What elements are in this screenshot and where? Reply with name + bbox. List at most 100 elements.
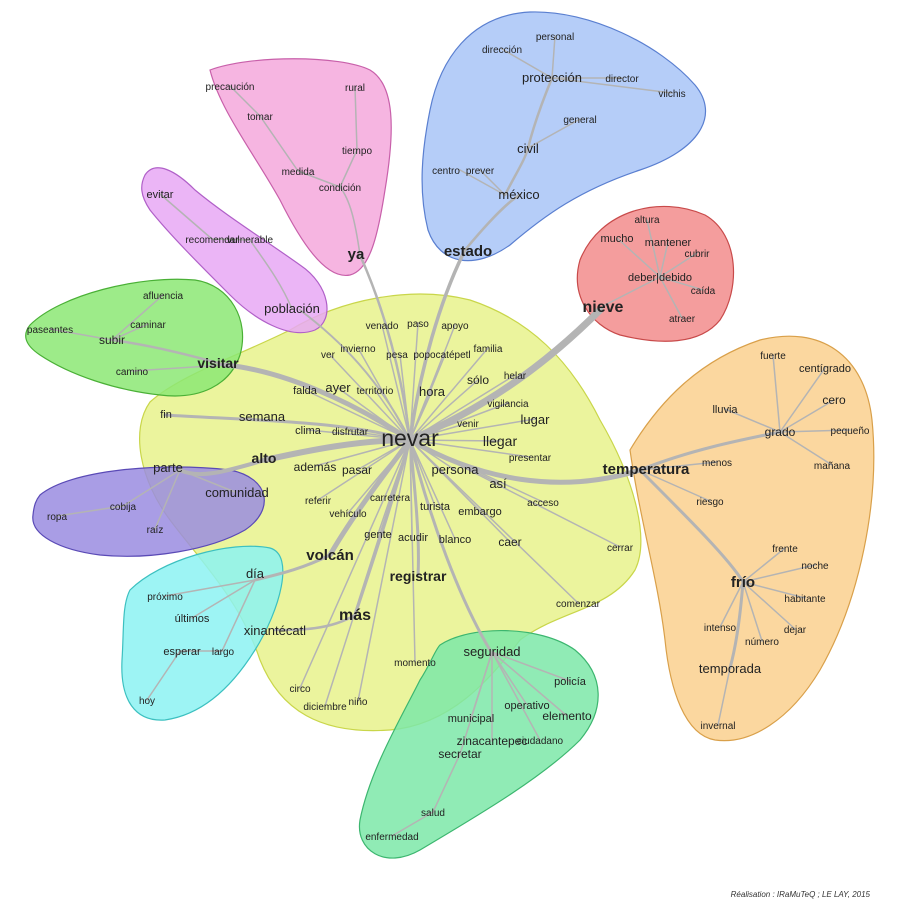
- word-lluvia: lluvia: [712, 404, 738, 416]
- halo-already: [209, 58, 392, 276]
- word-director: director: [605, 74, 639, 85]
- word-condicion: condición: [319, 183, 361, 194]
- word-salud: salud: [421, 808, 445, 819]
- word-cobija: cobija: [110, 502, 137, 513]
- word-popocatepetl: popocatépetl: [413, 350, 470, 361]
- word-secretar: secretar: [438, 747, 481, 761]
- word-habitante: habitante: [784, 594, 826, 605]
- word-camino: camino: [116, 367, 149, 378]
- halo-visit: [25, 278, 244, 397]
- word-subir: subir: [99, 333, 125, 347]
- word-mexico: méxico: [498, 187, 539, 202]
- word-caida: caída: [691, 286, 716, 297]
- word-comunidad: comunidad: [205, 485, 269, 500]
- word-vilchis: vilchis: [658, 89, 685, 100]
- word-nieve: nieve: [583, 299, 624, 316]
- word-medida: medida: [282, 167, 315, 178]
- word-grado: grado: [765, 425, 796, 439]
- edge-nevar-alto: [262, 437, 413, 463]
- word-general: general: [563, 115, 596, 126]
- word-direccion: dirección: [482, 45, 522, 56]
- edge-nevar-seguridad: [408, 438, 492, 652]
- snow-edges: [602, 219, 704, 319]
- edge-nevar-ya: [358, 253, 412, 442]
- word-falda: falda: [293, 385, 318, 397]
- word-altura: altura: [634, 215, 659, 226]
- word-municipal: municipal: [448, 713, 494, 725]
- word-prever: prever: [466, 166, 495, 177]
- population-edges: [159, 193, 293, 310]
- word-manana: mañana: [814, 461, 851, 472]
- word-fuerte: fuerte: [760, 351, 786, 362]
- word-numero: número: [745, 637, 779, 648]
- word-cubrir: cubrir: [684, 249, 710, 260]
- word-mas: más: [339, 607, 371, 624]
- already-edges: [229, 85, 361, 256]
- word-proteccion: protección: [522, 70, 582, 85]
- word-familia: familia: [474, 344, 503, 355]
- word-zinacantepec: zinacantepec: [457, 734, 528, 748]
- word-apoyo: apoyo: [441, 321, 469, 332]
- word-embargo: embargo: [458, 506, 501, 518]
- word-pequeno: pequeño: [831, 426, 870, 437]
- word-ropa: ropa: [47, 512, 67, 523]
- state-thin-edges: [459, 35, 673, 196]
- word-tomar: tomar: [247, 112, 273, 123]
- word-cerrar: cerrar: [607, 543, 634, 554]
- word-volcan: volcán: [306, 547, 354, 564]
- halo-weather: [629, 335, 875, 742]
- word-diciembre: diciembre: [303, 702, 347, 713]
- word-nevar: nevar: [381, 425, 439, 451]
- word-paseantes: paseantes: [27, 325, 73, 336]
- word-vulnerable: vulnerable: [227, 235, 274, 246]
- word-invernal: invernal: [700, 721, 735, 732]
- word-vigilancia: vigilancia: [487, 399, 529, 410]
- edge-nevar-visitar: [222, 362, 413, 443]
- word-cero: cero: [822, 393, 846, 407]
- word-policia: policía: [554, 676, 587, 688]
- community-edges: [56, 469, 236, 530]
- word-elemento: elemento: [542, 709, 592, 723]
- edge-volcan-dia: [253, 553, 332, 582]
- word-momento: momento: [394, 658, 436, 669]
- word-clima: clima: [295, 425, 322, 437]
- word-referir: referir: [305, 496, 332, 507]
- word-caer: caer: [498, 535, 521, 549]
- word-largo: largo: [212, 647, 235, 658]
- edge-nevar-nieve: [406, 306, 604, 444]
- word-comenzar: comenzar: [556, 599, 601, 610]
- word-caminar: caminar: [130, 320, 166, 331]
- word-semana: semana: [239, 409, 286, 424]
- word-recomendar: recomendar: [185, 235, 239, 246]
- word-civil: civil: [517, 141, 539, 156]
- cluster-halos: [25, 11, 875, 859]
- word-acudir: acudir: [398, 532, 428, 544]
- word-personal: personal: [536, 32, 574, 43]
- word-afluencia: afluencia: [143, 291, 183, 302]
- word-deber-debido: deber|debido: [628, 272, 692, 284]
- word-asi: así: [489, 476, 507, 491]
- word-alto: alto: [252, 450, 277, 466]
- word-circo: circo: [289, 684, 311, 695]
- word-persona: persona: [432, 462, 480, 477]
- word-registrar: registrar: [390, 568, 447, 584]
- word-centro: centro: [432, 166, 460, 177]
- word-paso: paso: [407, 319, 429, 330]
- word-lugar: lugar: [521, 412, 551, 427]
- word-operativo: operativo: [504, 700, 549, 712]
- word-disfrutar: disfrutar: [332, 427, 369, 438]
- halo-state: [421, 11, 706, 262]
- word-tiempo: tiempo: [342, 146, 372, 157]
- word-fin: fin: [160, 409, 172, 421]
- word-menos: menos: [702, 458, 732, 469]
- word-atraer: atraer: [669, 314, 696, 325]
- word-intenso: intenso: [704, 623, 737, 634]
- word-venado: venado: [366, 321, 399, 332]
- word-mucho: mucho: [600, 233, 633, 245]
- word-llegar: llegar: [483, 433, 518, 449]
- word-ver: ver: [321, 350, 336, 361]
- word-vehiculo: vehículo: [329, 509, 367, 520]
- word-esperar: esperar: [163, 646, 201, 658]
- word-ayer: ayer: [325, 380, 351, 395]
